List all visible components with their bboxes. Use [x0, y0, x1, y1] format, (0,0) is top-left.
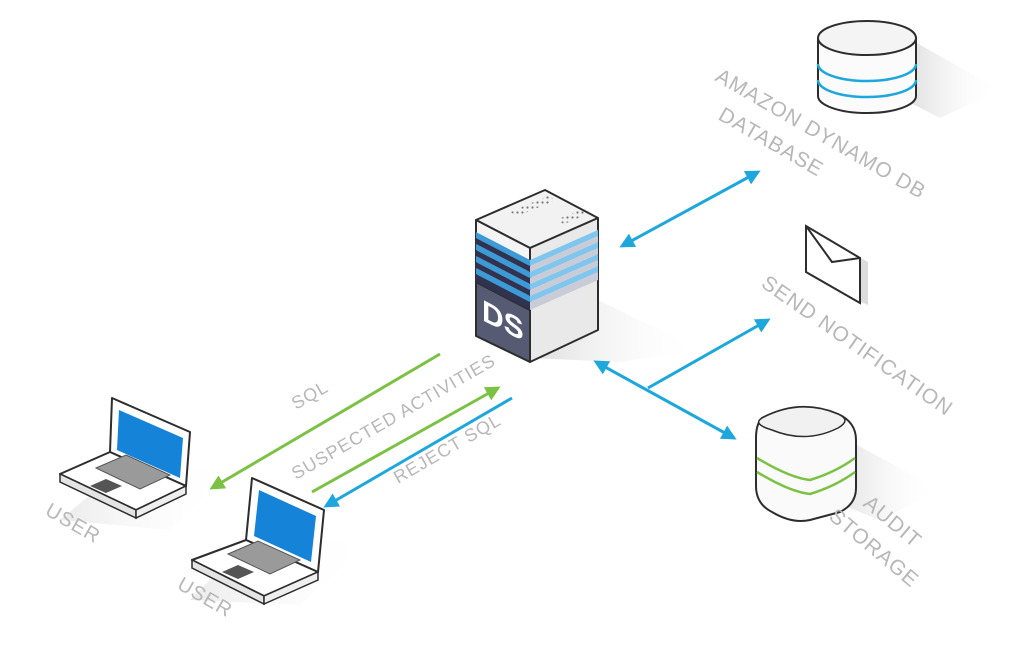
storage-cube-icon [755, 405, 940, 522]
arrow-db-server [619, 170, 761, 248]
envelope-icon [805, 224, 868, 305]
reject-sql-label: REJECT SQL [390, 410, 505, 488]
laptop-right-icon [190, 477, 370, 606]
arrow-sql [209, 352, 441, 490]
arrow-to-notification [647, 318, 771, 390]
arrow-suspected-activities [311, 386, 501, 494]
sql-label: SQL [288, 377, 332, 414]
suspected-activities-label: SUSPECTED ACTIVITIES [288, 350, 499, 483]
arrow-server-storage [593, 360, 737, 440]
arrow-reject-sql [323, 396, 513, 508]
database-cylinder-icon [816, 20, 1000, 118]
server-tower-icon: DS [475, 189, 700, 363]
laptop-left-icon [59, 397, 230, 530]
